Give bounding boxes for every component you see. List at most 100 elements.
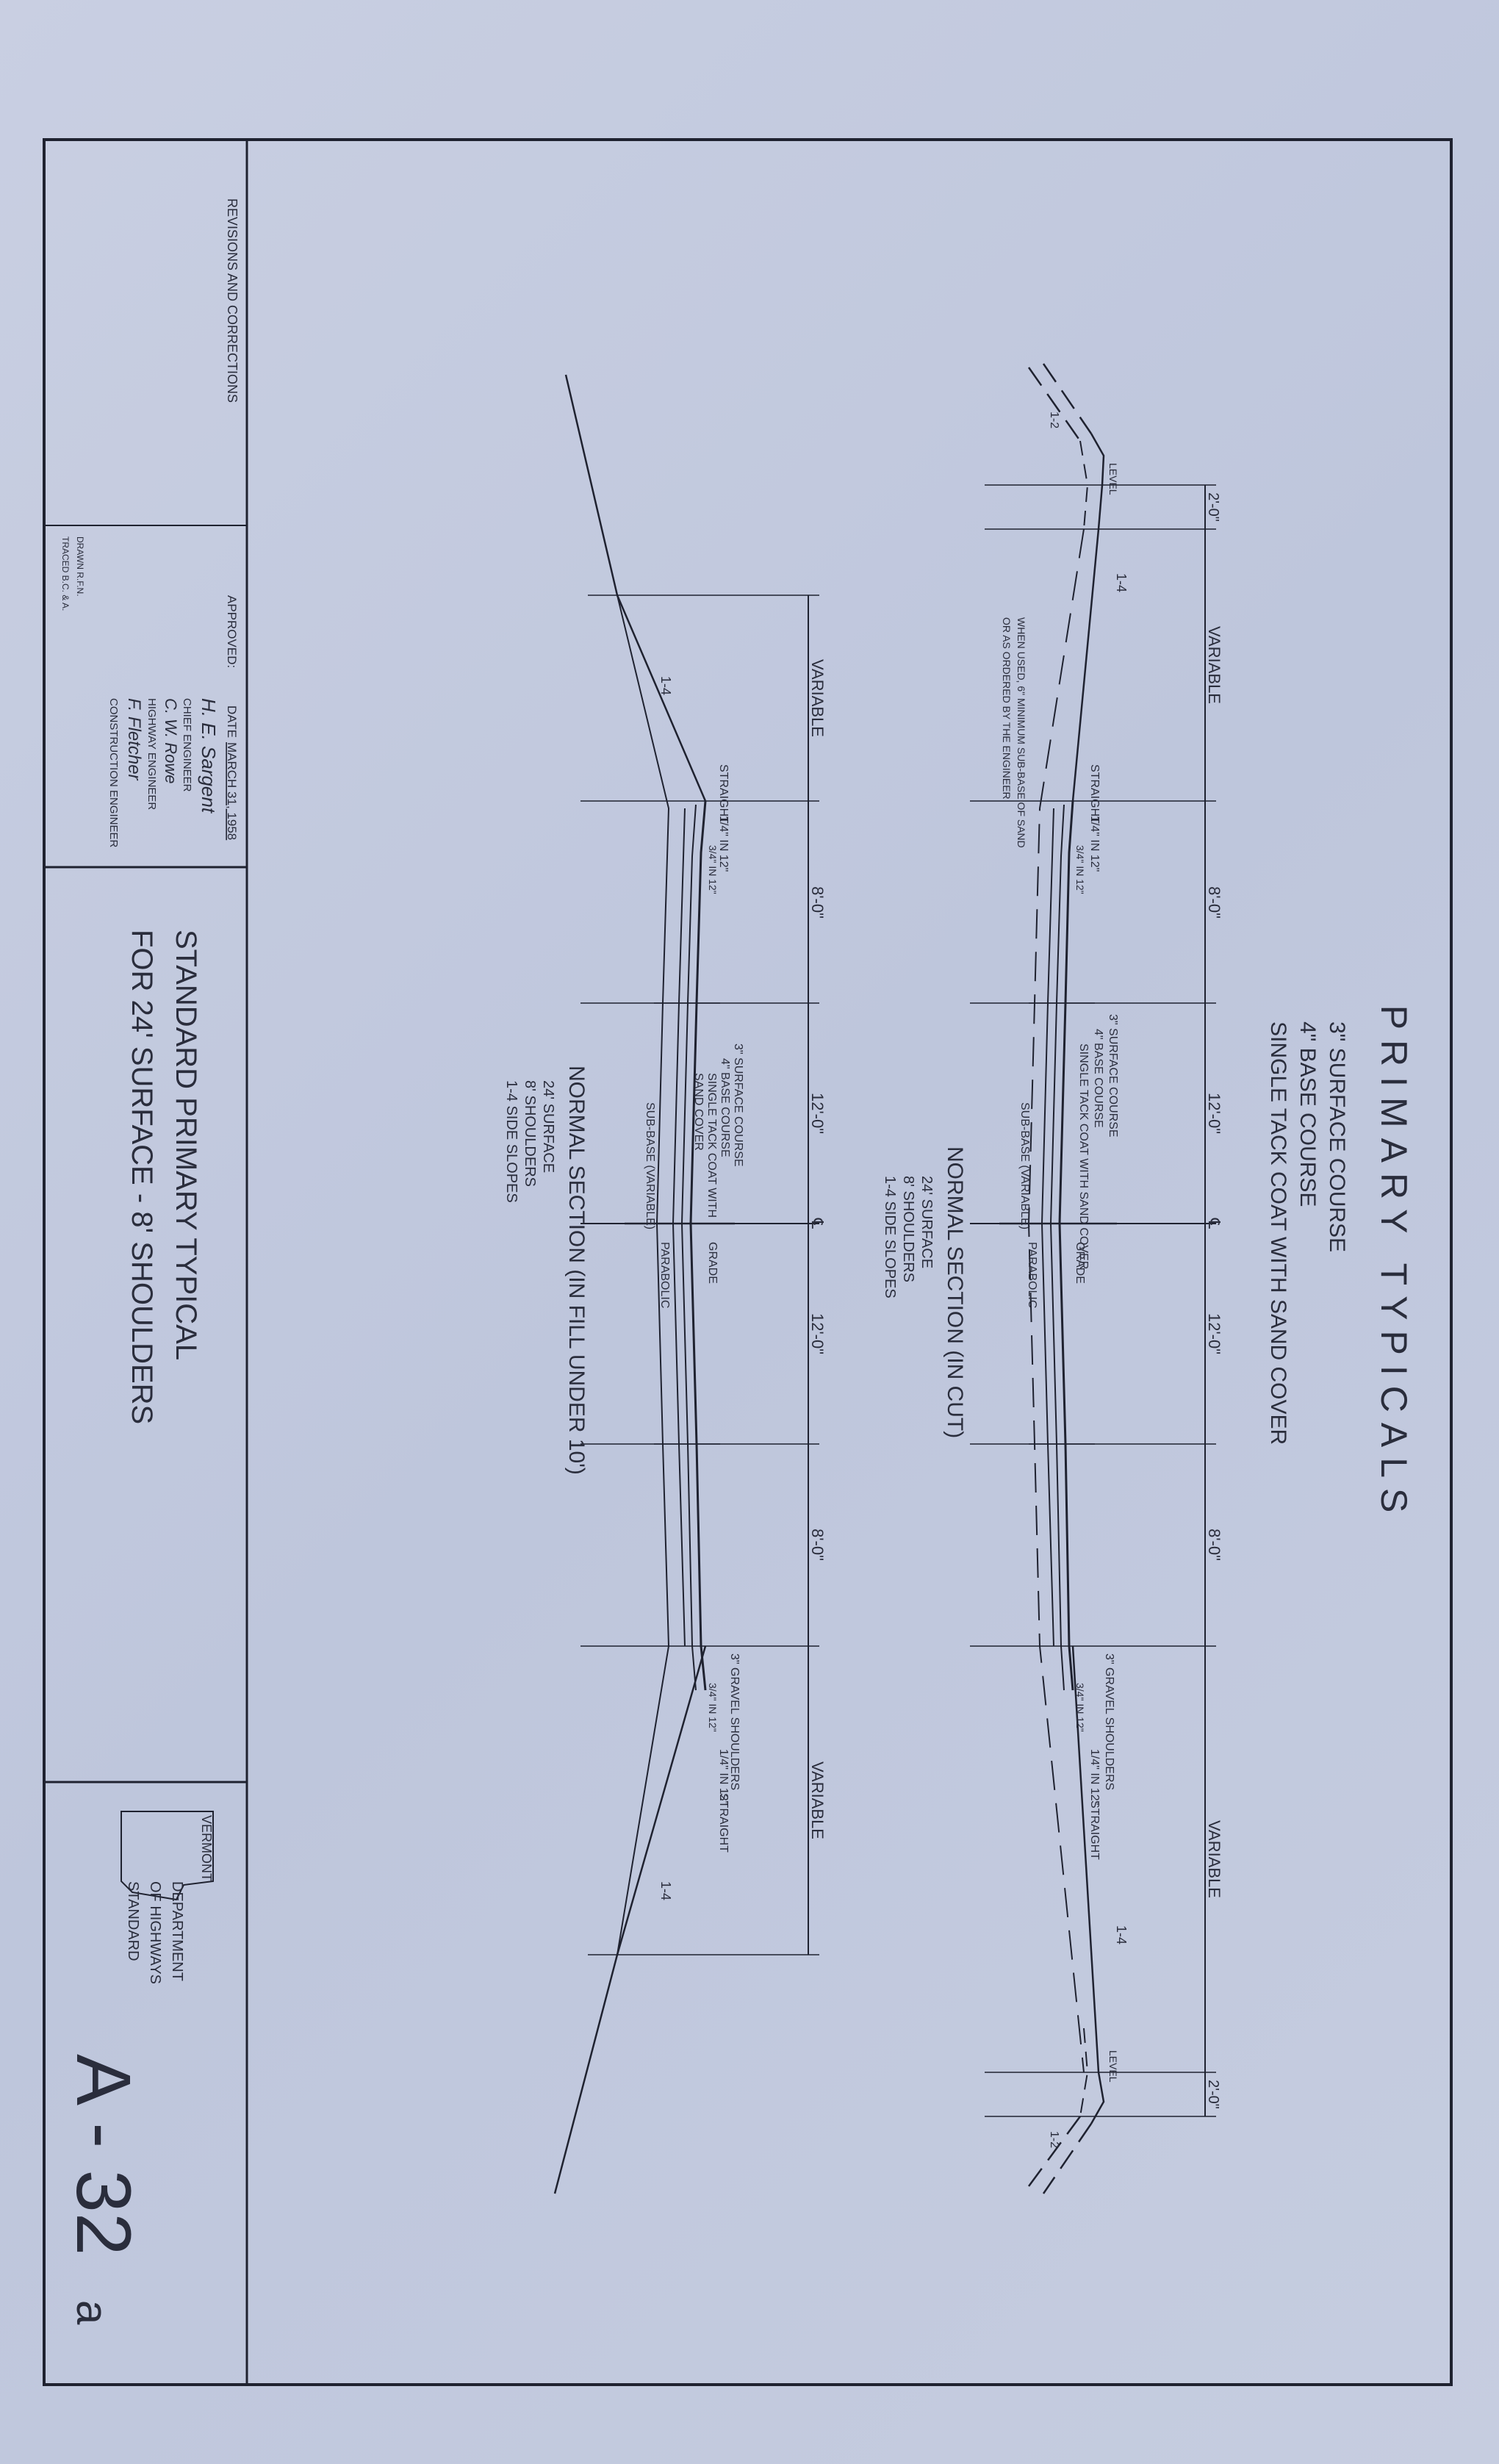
cut-level-left: LEVEL xyxy=(1107,463,1119,495)
cut-centerline-mark: ℄ xyxy=(1205,1218,1223,1229)
fill-dim-3: 12'-0" xyxy=(808,1093,827,1134)
cut-straight-left: STRAIGHT xyxy=(1088,764,1101,824)
fill-straight-right: STRAIGHT xyxy=(717,1793,730,1853)
fill-callout-4: SAND COVER xyxy=(692,1073,705,1151)
fill-parabolic-label: PARABOLIC xyxy=(658,1242,671,1308)
fill-right-slope xyxy=(616,1645,707,1955)
cut-callout-2: 4" BASE COURSE xyxy=(1092,1029,1104,1128)
fill-slope-right: 1-4 xyxy=(658,1881,673,1900)
fill-left-slope xyxy=(616,595,707,802)
cut-note-2: 8' SHOULDERS xyxy=(900,1176,916,1282)
fill-3q-right: 3/4" IN 12" xyxy=(707,1683,719,1732)
cut-3q-left: 3/4" IN 12" xyxy=(1074,845,1086,894)
cut-dim-1: 2'-0" xyxy=(1205,492,1221,522)
cut-dim-7: VARIABLE xyxy=(1205,1820,1223,1898)
fill-dim-5: 8'-0" xyxy=(808,1529,827,1561)
cut-note-3: 1-4 SIDE SLOPES xyxy=(882,1176,898,1299)
traced-by: TRACED B.C. & A. xyxy=(60,536,71,611)
cut-dim-8: 2'-0" xyxy=(1205,2080,1221,2109)
sheet-title-2: FOR 24' SURFACE - 8' SHOULDERS xyxy=(126,930,158,1424)
signature-construction: F. Fletcher xyxy=(124,698,144,781)
fill-slope-left: 1-4 xyxy=(658,676,673,695)
cut-3q-right: 3/4" IN 12" xyxy=(1074,1683,1086,1732)
cut-subbase-note-1: WHEN USED, 6" MINIMUM SUB-BASE OF SAND xyxy=(1015,617,1027,848)
cut-slope-left: 1-4 xyxy=(1114,573,1129,592)
main-title: PRIMARY TYPICALS xyxy=(1373,1005,1414,1523)
date-value: MARCH 31, 1958 xyxy=(225,742,239,840)
fill-centerline-mark: ℄ xyxy=(808,1218,827,1229)
cut-parabolic-label: PARABOLIC xyxy=(1026,1242,1038,1308)
agency-line-3: STANDARD xyxy=(125,1881,141,1961)
cut-subbase-label: SUB-BASE (VARIABLE) xyxy=(1018,1102,1031,1229)
cut-subbase-note-2: OR AS ORDERED BY THE ENGINEER xyxy=(1001,617,1013,800)
fill-qtr-left: 1/4" IN 12" xyxy=(717,816,730,872)
fill-dim-2: 8'-0" xyxy=(808,886,827,919)
signature-highway: C. W. Rowe xyxy=(162,698,180,784)
drawn-by: DRAWN R.F.N. xyxy=(75,536,85,597)
agency-line-2: OF HIGHWAYS xyxy=(147,1881,163,1984)
sheet-number: A - 32 xyxy=(60,2054,146,2255)
revisions-label: REVISIONS AND CORRECTIONS xyxy=(225,198,240,403)
fill-dim-1: VARIABLE xyxy=(808,659,827,737)
cut-section: 2'-0" VARIABLE 8'-0" 12'-0" 12'-0" 8'-0"… xyxy=(882,363,1223,2194)
fill-right-slope-far xyxy=(553,1954,619,2194)
cut-dim-4: 12'-0" xyxy=(1205,1093,1223,1134)
fill-straight-left: STRAIGHT xyxy=(717,764,730,824)
fill-callout-2: 4" BASE COURSE xyxy=(719,1058,731,1157)
cut-straight-right: STRAIGHT xyxy=(1088,1800,1101,1860)
cut-qtr-left: 1/4" IN 12" xyxy=(1088,816,1101,872)
fill-callout-3: SINGLE TACK COAT WITH xyxy=(705,1073,718,1218)
fill-note-2: 8' SHOULDERS xyxy=(522,1080,538,1187)
fill-dim-4: 12'-0" xyxy=(808,1313,827,1354)
spec-line-1: 3" SURFACE COURSE xyxy=(1325,1021,1349,1252)
cut-right-ground xyxy=(1071,1645,1105,2124)
chief-engineer-label: CHIEF ENGINEER xyxy=(181,698,193,792)
cut-left-ground xyxy=(1071,433,1105,802)
spec-line-3: SINGLE TACK COAT WITH SAND COVER xyxy=(1266,1021,1290,1445)
fill-grade-label: GRADE xyxy=(706,1242,719,1284)
highway-engineer-label: HIGHWAY ENGINEER xyxy=(145,698,158,810)
fill-left-slope-far xyxy=(564,374,619,596)
fill-grade-line xyxy=(689,800,707,1691)
sheet-suffix: a xyxy=(68,2300,117,2325)
outer-border xyxy=(43,138,1453,2386)
signature-chief: H. E. Sargent xyxy=(198,698,220,814)
spec-line-2: 4" BASE COURSE xyxy=(1295,1021,1320,1207)
title-block: REVISIONS AND CORRECTIONS APPROVED: DATE… xyxy=(60,198,240,2325)
cut-slope-right: 1-4 xyxy=(1114,1925,1129,1944)
fill-callout-1: 3" SURFACE COURSE xyxy=(732,1044,744,1167)
cut-dim-5: 12'-0" xyxy=(1205,1313,1223,1354)
cut-grade-label: GRADE xyxy=(1074,1242,1086,1284)
cut-level-right: LEVEL xyxy=(1107,2050,1119,2083)
fill-gravel-label: 3" GRAVEL SHOULDERS xyxy=(728,1653,741,1790)
fill-heading: NORMAL SECTION (IN FILL UNDER 10') xyxy=(564,1066,589,1475)
cut-callout-1: 3" SURFACE COURSE xyxy=(1107,1014,1119,1138)
cut-qtr-right: 1/4" IN 12" xyxy=(1088,1749,1101,1805)
vermont-outline-icon xyxy=(121,1811,214,1901)
fill-subbase-label: SUB-BASE (VARIABLE) xyxy=(644,1102,656,1229)
cut-gravel-label: 3" GRAVEL SHOULDERS xyxy=(1103,1653,1115,1790)
cut-dim-2: VARIABLE xyxy=(1205,626,1223,704)
cut-callout-3: SINGLE TACK COAT WITH SAND COVER xyxy=(1077,1044,1090,1269)
construction-engineer-label: CONSTRUCTION ENGINEER xyxy=(107,698,120,848)
fill-dim-6: VARIABLE xyxy=(808,1761,827,1839)
cut-grade-line xyxy=(1058,800,1074,1691)
state-label: VERMONT xyxy=(199,1815,214,1881)
cut-slope-1-2-left: 1-2 xyxy=(1048,412,1060,428)
fill-note-1: 24' SURFACE xyxy=(540,1080,556,1173)
cut-note-1: 24' SURFACE xyxy=(919,1176,935,1268)
fill-section: VARIABLE 8'-0" 12'-0" 12'-0" 8'-0" VARIA… xyxy=(503,374,827,2194)
cut-dim-3: 8'-0" xyxy=(1205,886,1223,919)
fill-3q-left: 3/4" IN 12" xyxy=(707,845,719,894)
sheet-title-1: STANDARD PRIMARY TYPICAL xyxy=(170,930,202,1360)
date-label: DATE xyxy=(225,705,239,738)
agency-line-1: DEPARTMENT xyxy=(169,1881,185,1981)
cut-dim-6: 8'-0" xyxy=(1205,1529,1223,1561)
cut-heading: NORMAL SECTION (IN CUT) xyxy=(943,1146,967,1438)
fill-note-3: 1-4 SIDE SLOPES xyxy=(503,1080,520,1203)
approved-label: APPROVED: xyxy=(225,595,239,668)
fill-qtr-right: 1/4" IN 12" xyxy=(717,1749,730,1805)
